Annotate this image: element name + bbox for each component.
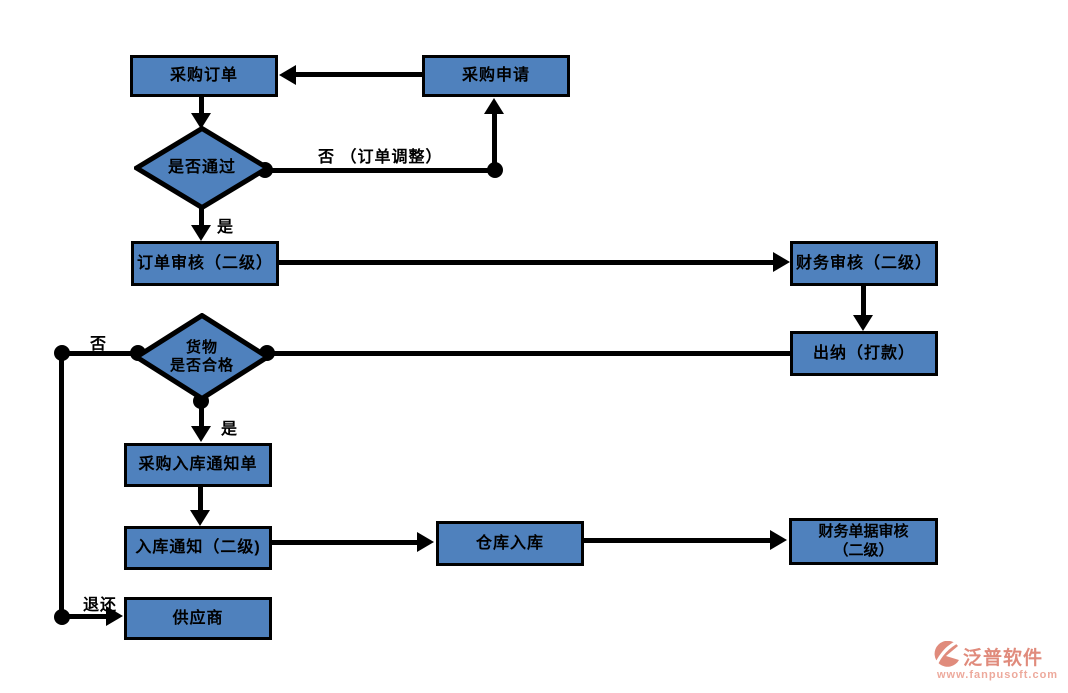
node-order-review: 订单审核（二级） (131, 241, 279, 286)
watermark-brand: 泛普软件 (963, 647, 1044, 669)
node-supplier: 供应商 (124, 597, 272, 640)
node-finance-review: 财务审核（二级） (790, 241, 938, 286)
node-inbound-notice-label: 入库通知（二级) (135, 539, 261, 556)
arrowhead-into-supplier (106, 606, 123, 626)
arrowhead-into-approval-decision (191, 113, 211, 129)
node-warehouse-inbound-label: 仓库入库 (475, 534, 544, 552)
connector-warehouse-to-finance-doc (584, 538, 771, 543)
connector-approval-no-branch (265, 168, 497, 173)
node-finance-doc-review-line1: 财务单据审核 (818, 522, 909, 540)
junction-dot-no-branch-corner (487, 162, 503, 178)
edge-label-goods-no: 否 (90, 336, 108, 353)
connector-no-branch-down (59, 353, 64, 617)
edge-label-return-goods: 退还 (83, 597, 118, 614)
connector-return-to-supplier (62, 614, 108, 619)
fanpu-logo-icon (934, 641, 960, 667)
decision-goods-line1: 货物 (185, 339, 218, 356)
node-order-review-label: 订单审核（二级） (136, 254, 273, 272)
fanpu-watermark: 泛普软件 www.fanpusoft.com (933, 641, 1068, 681)
arrowhead-into-order-review (191, 225, 211, 241)
node-purchase-order: 采购订单 (130, 55, 278, 97)
node-purchase-inbound-notice-label: 采购入库通知单 (138, 456, 258, 473)
edge-label-goods-yes: 是 (221, 421, 239, 438)
decision-approval: 是否通过 (134, 126, 270, 210)
node-cashier-payment: 出纳（打款） (790, 331, 938, 376)
connector-goods-no-branch (62, 351, 138, 356)
arrowhead-into-cashier (853, 315, 873, 331)
connector-order-to-approval (199, 97, 204, 114)
arrowhead-into-inbound-notice-doc (191, 426, 211, 442)
connector-review-to-finance (279, 260, 774, 265)
arrowhead-into-warehouse (417, 532, 434, 552)
arrowhead-into-finance-review (773, 252, 790, 272)
node-cashier-payment-label: 出纳（打款） (812, 344, 915, 362)
watermark-url: www.fanpusoft.com (937, 669, 1059, 681)
decision-goods-qualified: 货物 是否合格 (134, 313, 270, 401)
connector-approval-yes (199, 207, 204, 227)
decision-approval-label: 是否通过 (167, 159, 236, 177)
arrowhead-into-finance-doc-review (770, 530, 787, 550)
connector-no-branch-up (492, 114, 497, 171)
edge-label-order-adjust-no: 否 （订单调整） (318, 149, 443, 166)
connector-notice-doc-to-notice (198, 487, 203, 512)
edge-label-approval-yes: 是 (217, 219, 235, 236)
node-finance-doc-review: 财务单据审核 （二级） (789, 518, 938, 565)
node-finance-review-label: 财务审核（二级） (795, 254, 932, 272)
node-supplier-label: 供应商 (172, 609, 224, 627)
node-purchase-inbound-notice: 采购入库通知单 (124, 443, 272, 487)
arrowhead-into-purchase-order (279, 65, 296, 85)
node-purchase-request: 采购申请 (422, 55, 570, 97)
node-purchase-request-label: 采购申请 (461, 67, 530, 84)
connector-goods-yes (199, 400, 204, 428)
node-purchase-order-label: 采购订单 (169, 67, 238, 84)
node-inbound-notice: 入库通知（二级) (124, 526, 272, 570)
connector-finance-to-cashier (861, 286, 866, 317)
node-finance-doc-review-line2: （二级） (833, 541, 894, 559)
node-warehouse-inbound: 仓库入库 (436, 521, 584, 566)
decision-goods-line2: 是否合格 (169, 357, 234, 374)
connector-notice-to-warehouse (272, 540, 419, 545)
connector-request-to-order (296, 72, 422, 77)
arrowhead-into-purchase-request (484, 98, 504, 114)
arrowhead-into-inbound-notice (190, 510, 210, 526)
decision-goods-qualified-label: 货物 是否合格 (134, 313, 270, 401)
connector-cashier-to-goods (267, 351, 790, 356)
